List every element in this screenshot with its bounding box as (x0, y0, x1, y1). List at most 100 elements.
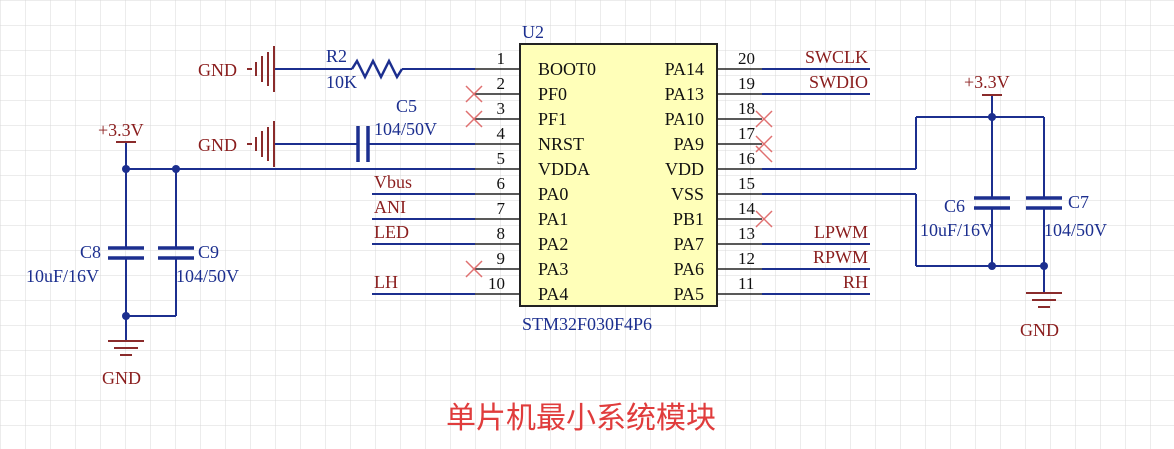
r2-value: 10K (326, 72, 357, 92)
gnd-symbol-right: GND (1020, 292, 1062, 340)
no-connect-pin16 (755, 145, 773, 163)
pin-number: 1 (497, 49, 506, 68)
no-connect-pin18 (755, 110, 773, 128)
right-pin-numbers: 20 19 18 17 16 15 14 13 12 11 (738, 49, 756, 293)
pin-number: 15 (738, 174, 755, 193)
net-label-lpwm: LPWM (814, 222, 868, 242)
pin-name: PA4 (538, 284, 568, 304)
net-label-ani: ANI (374, 197, 406, 217)
pin-name: PF0 (538, 84, 567, 104)
right-net-wires (762, 68, 870, 295)
gnd-symbol-boot0: GND (198, 46, 275, 92)
c7-value: 104/50V (1044, 220, 1107, 240)
net-label-rh: RH (843, 272, 868, 292)
c6-ref: C6 (944, 196, 965, 216)
pin-name: PA10 (665, 109, 704, 129)
pin-name: PA2 (538, 234, 568, 254)
pin-name: PA14 (665, 59, 704, 79)
pin-name: PB1 (673, 209, 704, 229)
gnd-symbol-nrst: GND (198, 121, 275, 167)
pin-name: VDD (665, 159, 704, 179)
net-label-led: LED (374, 222, 409, 242)
pin-number: 4 (497, 124, 506, 143)
pin-name: VSS (671, 184, 704, 204)
pin-number: 13 (738, 224, 755, 243)
pin-number: 10 (488, 274, 505, 293)
pin-name: VDDA (538, 159, 590, 179)
no-connect-pin9 (465, 260, 483, 278)
pin-name: PA0 (538, 184, 568, 204)
capacitor-c8[interactable]: C8 10uF/16V (26, 242, 144, 286)
gnd-label: GND (198, 135, 237, 155)
pin-number: 8 (497, 224, 506, 243)
net-label-rpwm: RPWM (813, 247, 868, 267)
c8-value: 10uF/16V (26, 266, 99, 286)
capacitor-c6[interactable]: C6 10uF/16V (920, 196, 1010, 240)
pin-number: 19 (738, 74, 755, 93)
pin-name: PA6 (674, 259, 704, 279)
chip-part-number: STM32F030F4P6 (522, 314, 652, 334)
pin-number: 5 (497, 149, 506, 168)
pin-number: 14 (738, 199, 756, 218)
pin-name: PA7 (674, 234, 704, 254)
pin-name: PA9 (674, 134, 704, 154)
net-label-lh: LH (374, 272, 398, 292)
c7-ref: C7 (1068, 192, 1089, 212)
c5-ref: C5 (396, 96, 417, 116)
c8-ref: C8 (80, 242, 101, 262)
c6-value: 10uF/16V (920, 220, 993, 240)
left-pin-numbers: 1 2 3 4 5 6 7 8 9 10 (488, 49, 506, 293)
net-label-swdio: SWDIO (809, 72, 868, 92)
vcc-symbol-left: +3.3V (98, 120, 144, 143)
vdda-decoupling (122, 142, 475, 340)
no-connect-pin3 (465, 110, 483, 128)
pin-number: 20 (738, 49, 755, 68)
left-pin-lines (475, 68, 520, 295)
pin-number: 11 (738, 274, 754, 293)
vcc-symbol-right: +3.3V (964, 72, 1010, 96)
pin-name: PA5 (674, 284, 704, 304)
resistor-r2[interactable]: R2 10K (275, 46, 475, 92)
capacitor-c9[interactable]: C9 104/50V (158, 242, 239, 286)
chip-ref: U2 (522, 22, 544, 42)
chip-body (519, 43, 718, 307)
capacitor-c7[interactable]: C7 104/50V (1026, 192, 1107, 240)
r2-ref: R2 (326, 46, 347, 66)
gnd-label: GND (198, 60, 237, 80)
pin-name: NRST (538, 134, 584, 154)
pin-number: 2 (497, 74, 506, 93)
c9-ref: C9 (198, 242, 219, 262)
c5-value: 104/50V (374, 119, 437, 139)
pin-number: 6 (497, 174, 506, 193)
pin-number: 17 (738, 124, 756, 143)
pin-name: PA13 (665, 84, 704, 104)
no-connect-markers (465, 85, 773, 278)
pin-number: 3 (497, 99, 506, 118)
vdd-vss-wiring (762, 95, 1048, 292)
pin-name: PA3 (538, 259, 568, 279)
vcc-label: +3.3V (98, 120, 144, 140)
pin-name: PA1 (538, 209, 568, 229)
right-pin-lines (717, 68, 762, 295)
pin-name: PF1 (538, 109, 567, 129)
right-pin-names: PA14 PA13 PA10 PA9 VDD VSS PB1 PA7 PA6 P… (665, 59, 704, 304)
pin-number: 18 (738, 99, 755, 118)
pin-number: 12 (738, 249, 755, 268)
capacitor-c5[interactable]: C5 104/50V (275, 96, 475, 162)
net-label-swclk: SWCLK (805, 47, 868, 67)
pin-number: 16 (738, 149, 755, 168)
no-connect-pin2 (465, 85, 483, 103)
chip-u2[interactable]: U2 STM32F030F4P6 (519, 22, 718, 334)
left-pin-names: BOOT0 PF0 PF1 NRST VDDA PA0 PA1 PA2 PA3 … (538, 59, 596, 304)
schematic-title: 单片机最小系统模块 (446, 401, 716, 436)
vcc-label: +3.3V (964, 72, 1010, 92)
left-net-wires (372, 193, 475, 295)
no-connect-pin14 (755, 210, 773, 228)
c9-value: 104/50V (176, 266, 239, 286)
gnd-label: GND (1020, 320, 1059, 340)
pin-number: 7 (497, 199, 506, 218)
gnd-symbol-left: GND (102, 340, 144, 388)
gnd-label: GND (102, 368, 141, 388)
net-label-vbus: Vbus (374, 172, 412, 192)
